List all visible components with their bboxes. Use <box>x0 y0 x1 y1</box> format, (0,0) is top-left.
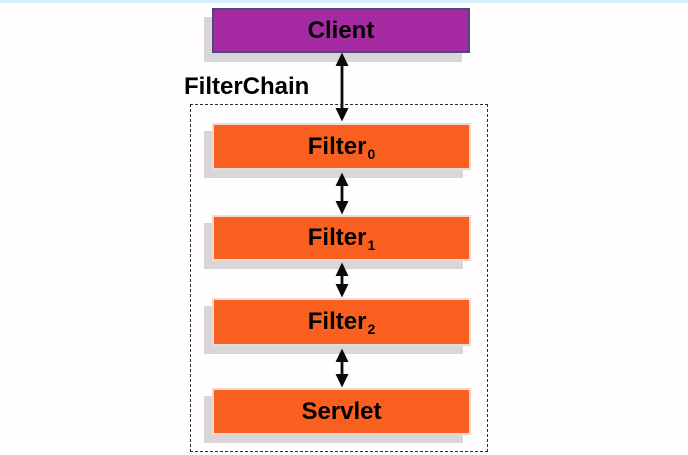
filter1-subscript: 1 <box>367 237 376 253</box>
filterchain-label: FilterChain <box>184 73 310 100</box>
client-label: Client <box>307 16 375 44</box>
client-node: Client <box>212 8 470 53</box>
double-arrow-icon <box>335 52 349 122</box>
filter2-subscript: 2 <box>367 321 376 337</box>
servlet-node: Servlet <box>212 388 471 435</box>
top-edge-strip <box>0 0 688 3</box>
filterchain-boundary <box>190 104 488 452</box>
filter0-label: Filter <box>307 132 367 160</box>
double-arrow-icon <box>335 262 349 298</box>
servlet-label: Servlet <box>301 397 382 425</box>
double-arrow-icon <box>335 348 349 388</box>
filter0-subscript: 0 <box>367 145 376 162</box>
double-arrow-icon <box>335 172 349 215</box>
filter2-label: Filter <box>307 308 367 335</box>
filter1-label: Filter <box>307 224 367 251</box>
